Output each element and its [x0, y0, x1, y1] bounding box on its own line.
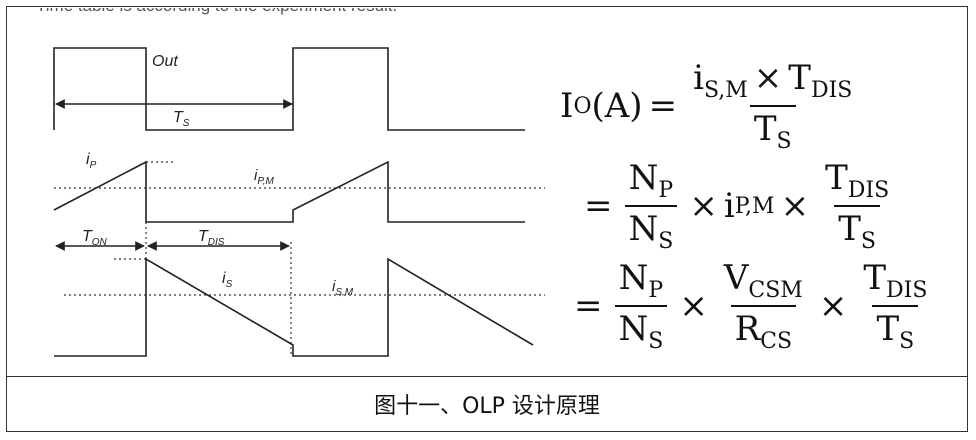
- fraction-ism-tdis-ts: iS,M×TDIS TS: [693, 58, 853, 154]
- figure-frame: [6, 6, 968, 432]
- is-waveform: [54, 257, 534, 357]
- out-label: Out: [152, 53, 178, 70]
- formula-row-3: = NP NS × VCSM RCS × TDIS TS: [568, 258, 937, 354]
- tdis-label: TDIS: [198, 228, 225, 248]
- out-waveform: [53, 47, 525, 131]
- ipm-label: iP,M: [254, 167, 275, 187]
- ts-label: TS: [173, 109, 190, 129]
- fraction-np-ns-2: NP NS: [614, 258, 668, 354]
- figure-caption: 图十一、OLP 设计原理: [374, 394, 600, 419]
- fraction-tdis-ts-2: TDIS TS: [863, 258, 928, 354]
- fraction-vcsm-rcs: VCSM RCS: [723, 258, 803, 354]
- ip-label: iP: [86, 151, 97, 171]
- is-label: iS: [222, 270, 233, 290]
- fraction-tdis-ts: TDIS TS: [825, 158, 890, 254]
- cutoff-header-text: Time table is according to the experimen…: [36, 8, 456, 28]
- caption-divider: [6, 376, 968, 377]
- ism-label: iS,M: [332, 278, 354, 298]
- ton-label: TON: [82, 228, 108, 248]
- ip-waveform: [53, 160, 525, 223]
- fraction-np-ns: NP NS: [624, 158, 678, 254]
